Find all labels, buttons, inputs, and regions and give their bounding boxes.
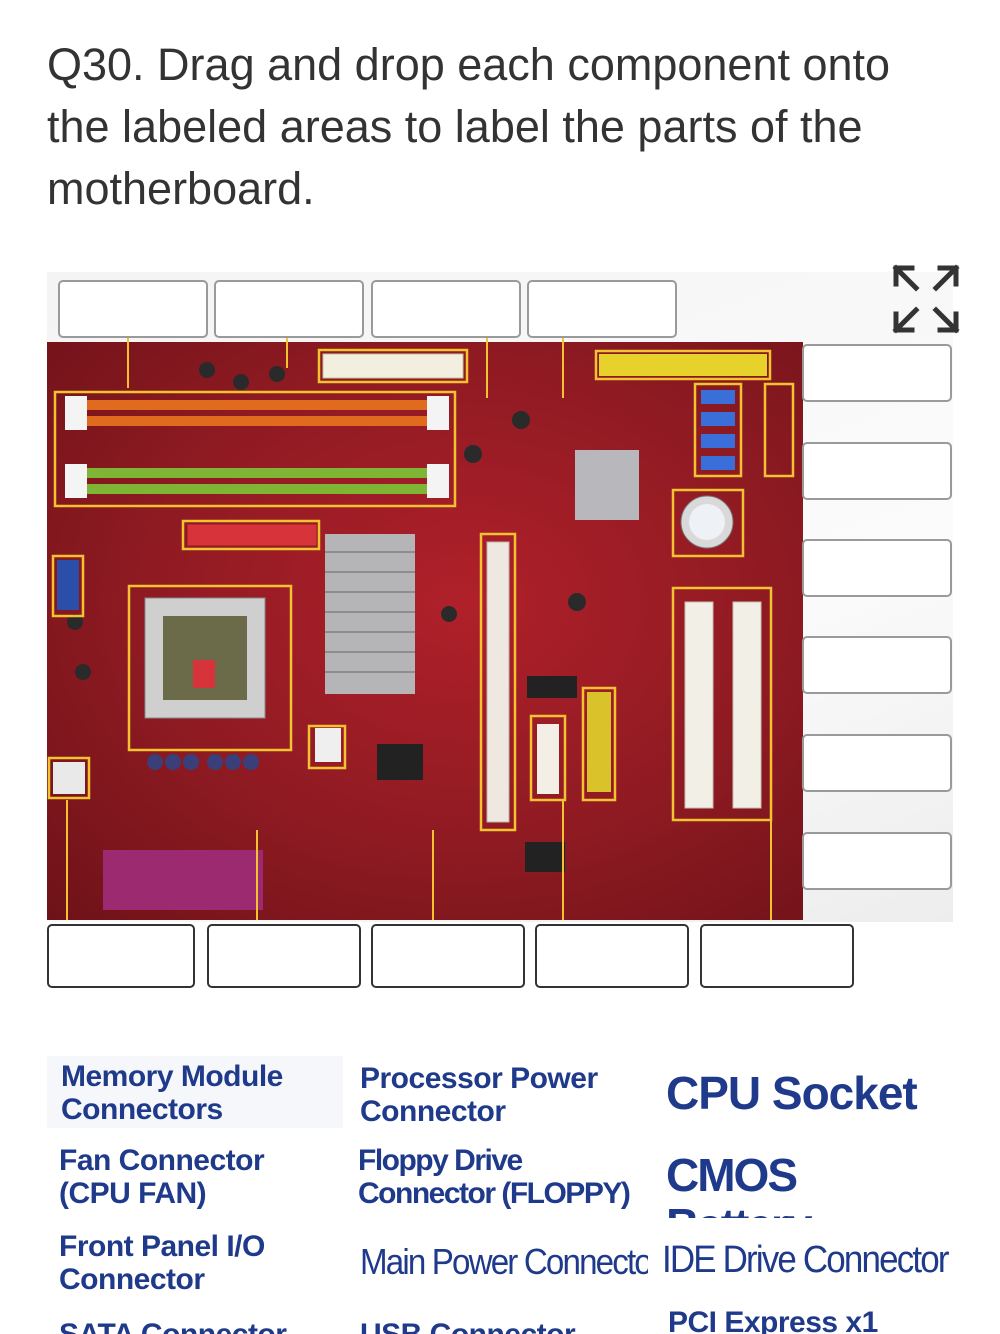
leader-line (66, 800, 68, 920)
leader-line (432, 830, 434, 920)
component-tile[interactable]: CMOS Battery (656, 1140, 952, 1218)
drop-zone-right-6[interactable] (802, 832, 952, 890)
leader-line (127, 338, 129, 388)
component-tile[interactable]: Main Power Connector (352, 1226, 648, 1300)
tile-label: CPU Socket (666, 1067, 918, 1119)
drop-zone-right-5[interactable] (802, 734, 952, 792)
component-tile[interactable]: Fan Connector (CPU FAN) (47, 1140, 343, 1218)
component-tile[interactable]: PCI Express x1 (656, 1306, 952, 1334)
motherboard-drawing (47, 348, 795, 910)
tile-label: IDE Drive Connector (662, 1239, 949, 1281)
drop-zone-bottom-3[interactable] (371, 924, 525, 988)
tile-label: Main Power Connector (360, 1241, 648, 1282)
drop-zone-right-3[interactable] (802, 539, 952, 597)
tile-label: Floppy Drive Connector (FLOPPY) (358, 1144, 631, 1210)
tile-label: CMOS Battery (666, 1149, 813, 1218)
tile-label: PCI Express x1 (668, 1306, 878, 1334)
tile-label: USB Connector (360, 1318, 640, 1334)
tile-label: Memory Module Connectors (1,2,3,4) (61, 1060, 283, 1128)
expand-arrows-icon (892, 264, 960, 334)
expand-button[interactable] (890, 262, 962, 336)
drop-zone-bottom-5[interactable] (700, 924, 854, 988)
tile-label: Processor Power Connector (360, 1062, 598, 1128)
leader-line (286, 338, 288, 368)
leader-line (256, 830, 258, 920)
drop-zone-right-1[interactable] (802, 344, 952, 402)
tile-label: SATA Connector (59, 1318, 331, 1334)
tile-label: Front Panel I/O Connector (59, 1230, 265, 1296)
component-tile[interactable]: SATA Connector (47, 1312, 343, 1334)
component-tile[interactable]: USB Connector (352, 1312, 648, 1334)
drop-zone-top-4[interactable] (527, 280, 677, 338)
component-tile[interactable]: Floppy Drive Connector (FLOPPY) (352, 1140, 648, 1218)
motherboard-image (47, 342, 803, 920)
drop-zone-top-2[interactable] (214, 280, 364, 338)
drop-zone-top-1[interactable] (58, 280, 208, 338)
component-tile[interactable]: Front Panel I/O Connector (47, 1226, 343, 1300)
drop-zone-right-2[interactable] (802, 442, 952, 500)
leader-line (770, 800, 772, 920)
question-text: Q30. Drag and drop each component onto t… (47, 39, 891, 214)
tile-label: Fan Connector (CPU FAN) (59, 1144, 265, 1210)
ram-slots (65, 396, 449, 498)
leader-line (562, 800, 564, 920)
component-tile[interactable]: IDE Drive Connector (656, 1226, 952, 1300)
drop-zone-right-4[interactable] (802, 636, 952, 694)
drop-zone-top-3[interactable] (371, 280, 521, 338)
component-tile[interactable]: Processor Power Connector (352, 1056, 648, 1128)
component-tile[interactable]: Memory Module Connectors (1,2,3,4) (47, 1056, 343, 1128)
component-tile[interactable]: CPU Socket (656, 1056, 952, 1128)
drop-zone-bottom-4[interactable] (535, 924, 689, 988)
drop-zone-bottom-1[interactable] (47, 924, 195, 988)
leader-line (486, 338, 488, 398)
leader-line (562, 338, 564, 398)
drop-zone-bottom-2[interactable] (207, 924, 361, 988)
